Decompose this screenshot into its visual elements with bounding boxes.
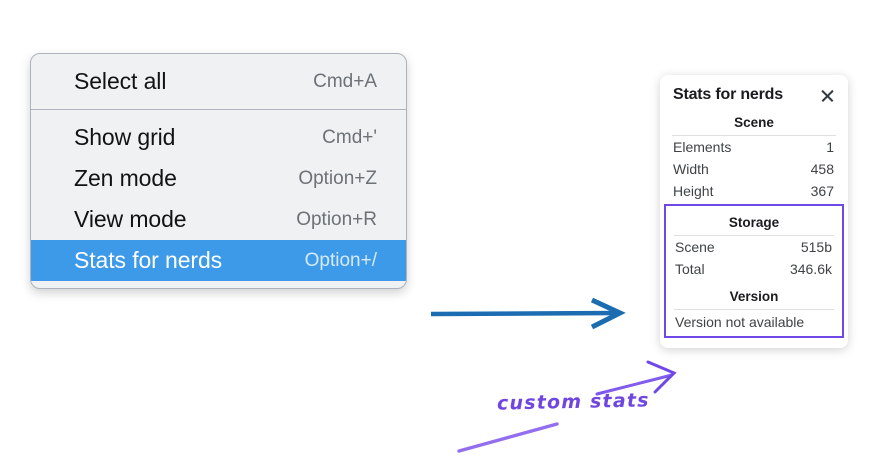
- menu-item-shortcut: Option+R: [296, 208, 377, 230]
- menu-item-label: Show grid: [74, 124, 176, 150]
- close-icon[interactable]: [820, 88, 835, 103]
- stat-row-storage-total: Total 346.6k: [672, 258, 836, 280]
- menu-item-shortcut: Cmd+': [322, 126, 377, 148]
- menu-section-2: Show grid Cmd+' Zen mode Option+Z View m…: [31, 110, 406, 288]
- menu-item-view-mode[interactable]: View mode Option+R: [31, 199, 406, 240]
- version-text: Version not available: [675, 314, 805, 330]
- stat-value: 367: [810, 183, 834, 199]
- divider: [674, 235, 834, 236]
- divider: [674, 309, 834, 310]
- stat-key: Width: [673, 161, 709, 177]
- stat-row-storage-scene: Scene 515b: [672, 236, 836, 258]
- version-section-heading: Version: [729, 289, 779, 304]
- menu-item-label: View mode: [74, 206, 187, 232]
- menu-item-select-all[interactable]: Select all Cmd+A: [31, 61, 406, 102]
- stat-key: Scene: [675, 239, 715, 255]
- stat-value: 515b: [800, 239, 832, 255]
- menu-section-1: Select all Cmd+A: [31, 54, 406, 109]
- stat-key: Height: [673, 183, 714, 199]
- stat-value: 346.6k: [789, 261, 832, 277]
- stat-value: 1: [826, 139, 834, 155]
- menu-separator: [31, 109, 406, 110]
- menu-item-shortcut: Option+Z: [298, 167, 377, 189]
- menu-item-shortcut: Option+/: [304, 249, 377, 271]
- stats-panel-title: Stats for nerds: [673, 86, 783, 103]
- divider: [672, 135, 836, 136]
- menu-item-label: Stats for nerds: [74, 247, 223, 273]
- menu-item-show-grid[interactable]: Show grid Cmd+': [31, 117, 406, 158]
- stat-row-width: Width 458: [670, 158, 838, 180]
- underline-stroke-icon: [457, 422, 559, 453]
- arrow-right-icon: [430, 297, 626, 330]
- context-menu[interactable]: Select all Cmd+A Show grid Cmd+' Zen mod…: [30, 53, 407, 289]
- menu-item-zen-mode[interactable]: Zen mode Option+Z: [31, 158, 406, 199]
- custom-stats-annotation-label: custom stats: [496, 389, 650, 415]
- menu-item-stats-for-nerds[interactable]: Stats for nerds Option+/: [31, 240, 406, 281]
- storage-section-heading: Storage: [728, 215, 780, 230]
- menu-item-label: Zen mode: [74, 165, 177, 191]
- stat-value: 458: [810, 161, 834, 177]
- stat-row-height: Height 367: [670, 180, 838, 202]
- stats-panel-header: Stats for nerds: [670, 84, 838, 106]
- stat-key: Total: [675, 261, 705, 277]
- scene-section-heading: Scene: [734, 115, 774, 130]
- stat-row-elements: Elements 1: [670, 136, 838, 158]
- custom-stats-highlight-box: Storage Scene 515b Total 346.6k Version …: [664, 204, 844, 338]
- menu-item-label: Select all: [74, 68, 167, 94]
- stat-key: Elements: [673, 139, 732, 155]
- stats-for-nerds-panel: Stats for nerds Scene Elements 1 Width 4…: [660, 75, 848, 348]
- menu-item-shortcut: Cmd+A: [313, 70, 377, 92]
